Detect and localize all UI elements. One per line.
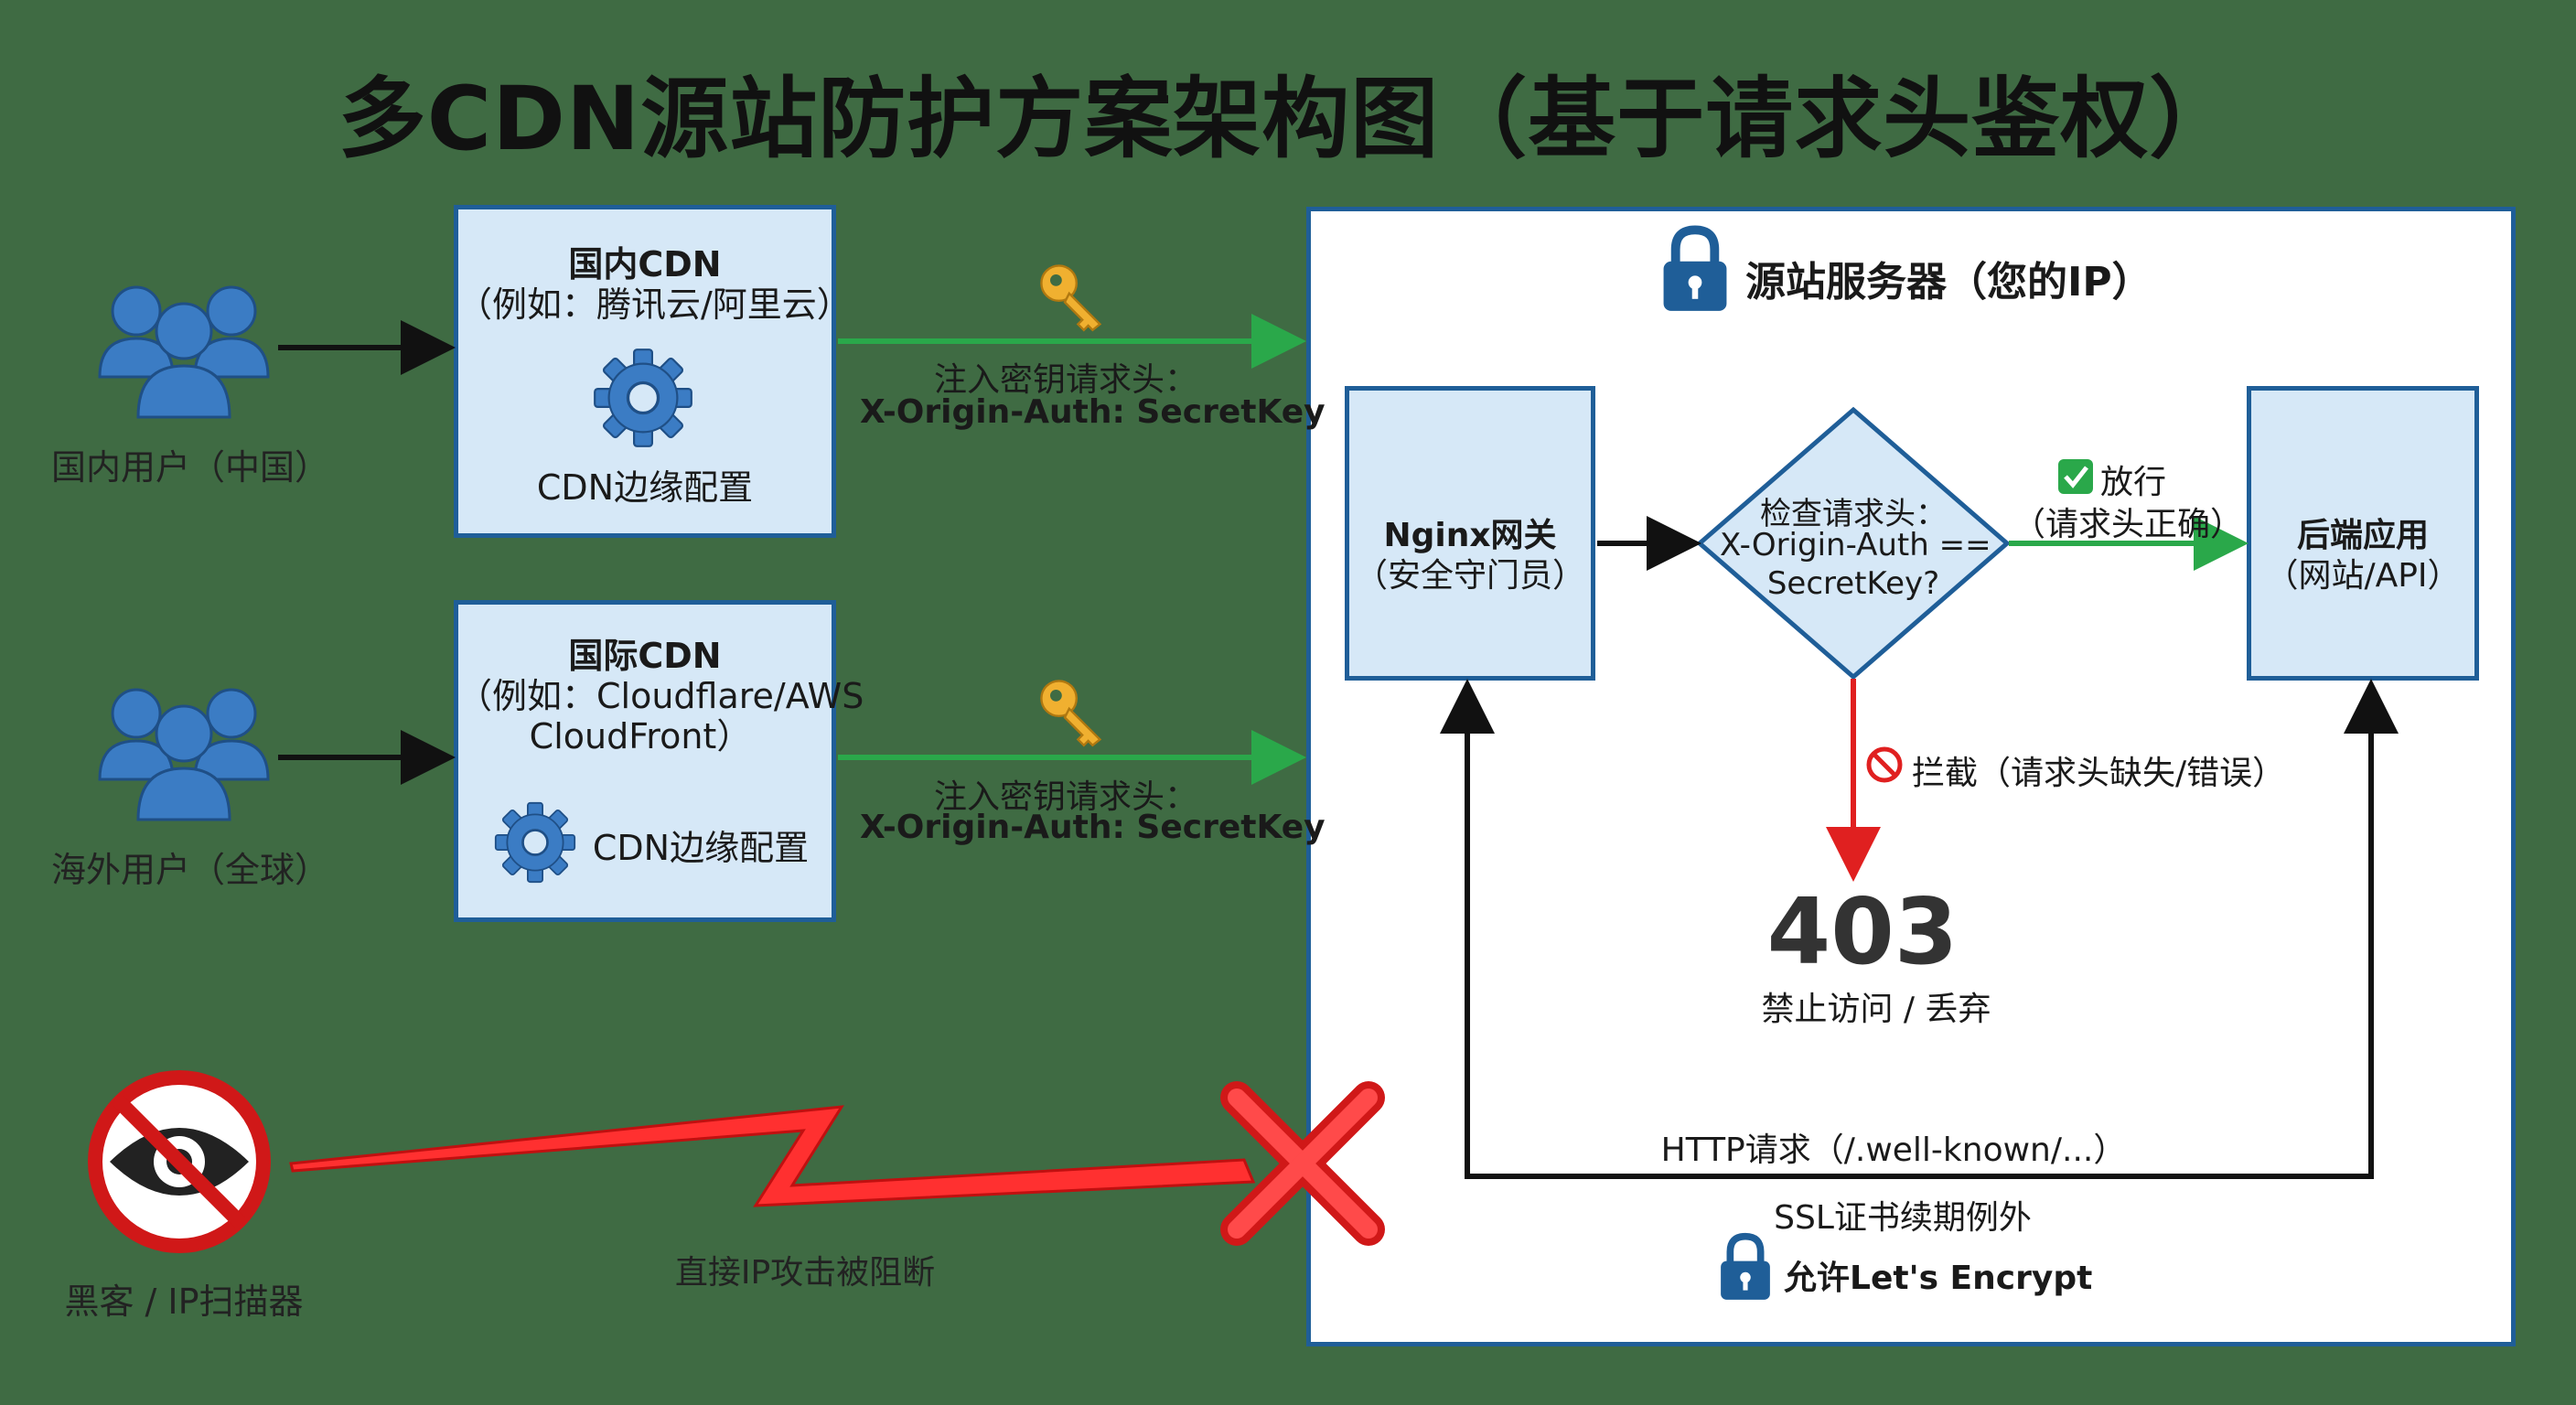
check-icon (2058, 459, 2093, 494)
backend-app-box (2247, 386, 2479, 681)
cdn-overseas-example-2: CloudFront） (529, 716, 752, 756)
http-request-label: HTTP请求（/.well-known/...） (1660, 1132, 2127, 1169)
backend-name: 后端应用 (2296, 517, 2429, 554)
backend-role: （网站/API） (2265, 557, 2461, 595)
status-code-desc: 禁止访问 / 丢弃 (1761, 991, 1991, 1028)
check-line-1: 检查请求头： (1760, 496, 1947, 532)
ssl-exception-label: SSL证书续期例外 (1774, 1199, 2032, 1237)
cdn-domestic-example: （例如：腾讯云/阿里云） (457, 284, 852, 325)
check-line-2: X-Origin-Auth == (1720, 527, 1991, 563)
nginx-name: Nginx网关 (1383, 517, 1557, 554)
inject-label-overseas: 注入密钥请求头： (933, 778, 1197, 816)
check-header-diamond (1696, 406, 2011, 681)
nginx-gateway-box (1345, 386, 1595, 681)
attack-lightning-bolt (289, 1105, 1256, 1207)
pass-reason: （请求头正确） (2012, 506, 2244, 543)
inject-header-domestic: X-Origin-Auth: SecretKey (860, 393, 1326, 431)
gear-icon-overseas (494, 801, 576, 884)
red-x-icon (1220, 1081, 1385, 1246)
cdn-overseas-name: 国际CDN (568, 636, 722, 676)
pass-label: 放行 (2100, 464, 2167, 501)
users-icon-overseas (98, 688, 270, 821)
overseas-users-label: 海外用户（全球） (51, 850, 330, 890)
letsencrypt-label: 允许Let's Encrypt (1784, 1260, 2093, 1297)
origin-title: 源站服务器（您的IP） (1745, 259, 2152, 306)
cdn-overseas-example-1: （例如：Cloudflare/AWS (457, 676, 864, 716)
inject-header-overseas: X-Origin-Auth: SecretKey (860, 809, 1326, 846)
no-eye-icon (88, 1070, 271, 1253)
no-entry-icon (1866, 746, 1903, 783)
page-title: 多CDN源站防护方案架构图（基于请求头鉴权） (338, 68, 2238, 170)
inject-label-domestic: 注入密钥请求头： (933, 361, 1197, 399)
lock-icon-letsencrypt (1721, 1237, 1770, 1300)
check-line-3: SecretKey? (1766, 565, 1940, 602)
block-label: 拦截（请求头缺失/错误） (1912, 755, 2286, 792)
cdn-domestic-edge: CDN边缘配置 (536, 467, 754, 508)
hacker-label: 黑客 / IP扫描器 (64, 1282, 304, 1322)
nginx-role: （安全守门员） (1354, 557, 1585, 595)
gear-icon-domestic (593, 348, 693, 448)
status-code-403: 403 (1766, 878, 1959, 985)
key-icon-overseas (1040, 680, 1101, 746)
cdn-overseas-edge: CDN边缘配置 (592, 828, 810, 868)
cdn-domestic-name: 国内CDN (568, 244, 722, 284)
users-icon-domestic (98, 285, 270, 419)
domestic-users-label: 国内用户（中国） (51, 447, 330, 488)
attack-blocked-label: 直接IP攻击被阻断 (674, 1254, 936, 1292)
lock-icon-origin (1664, 230, 1727, 311)
key-icon-domestic (1040, 264, 1101, 331)
